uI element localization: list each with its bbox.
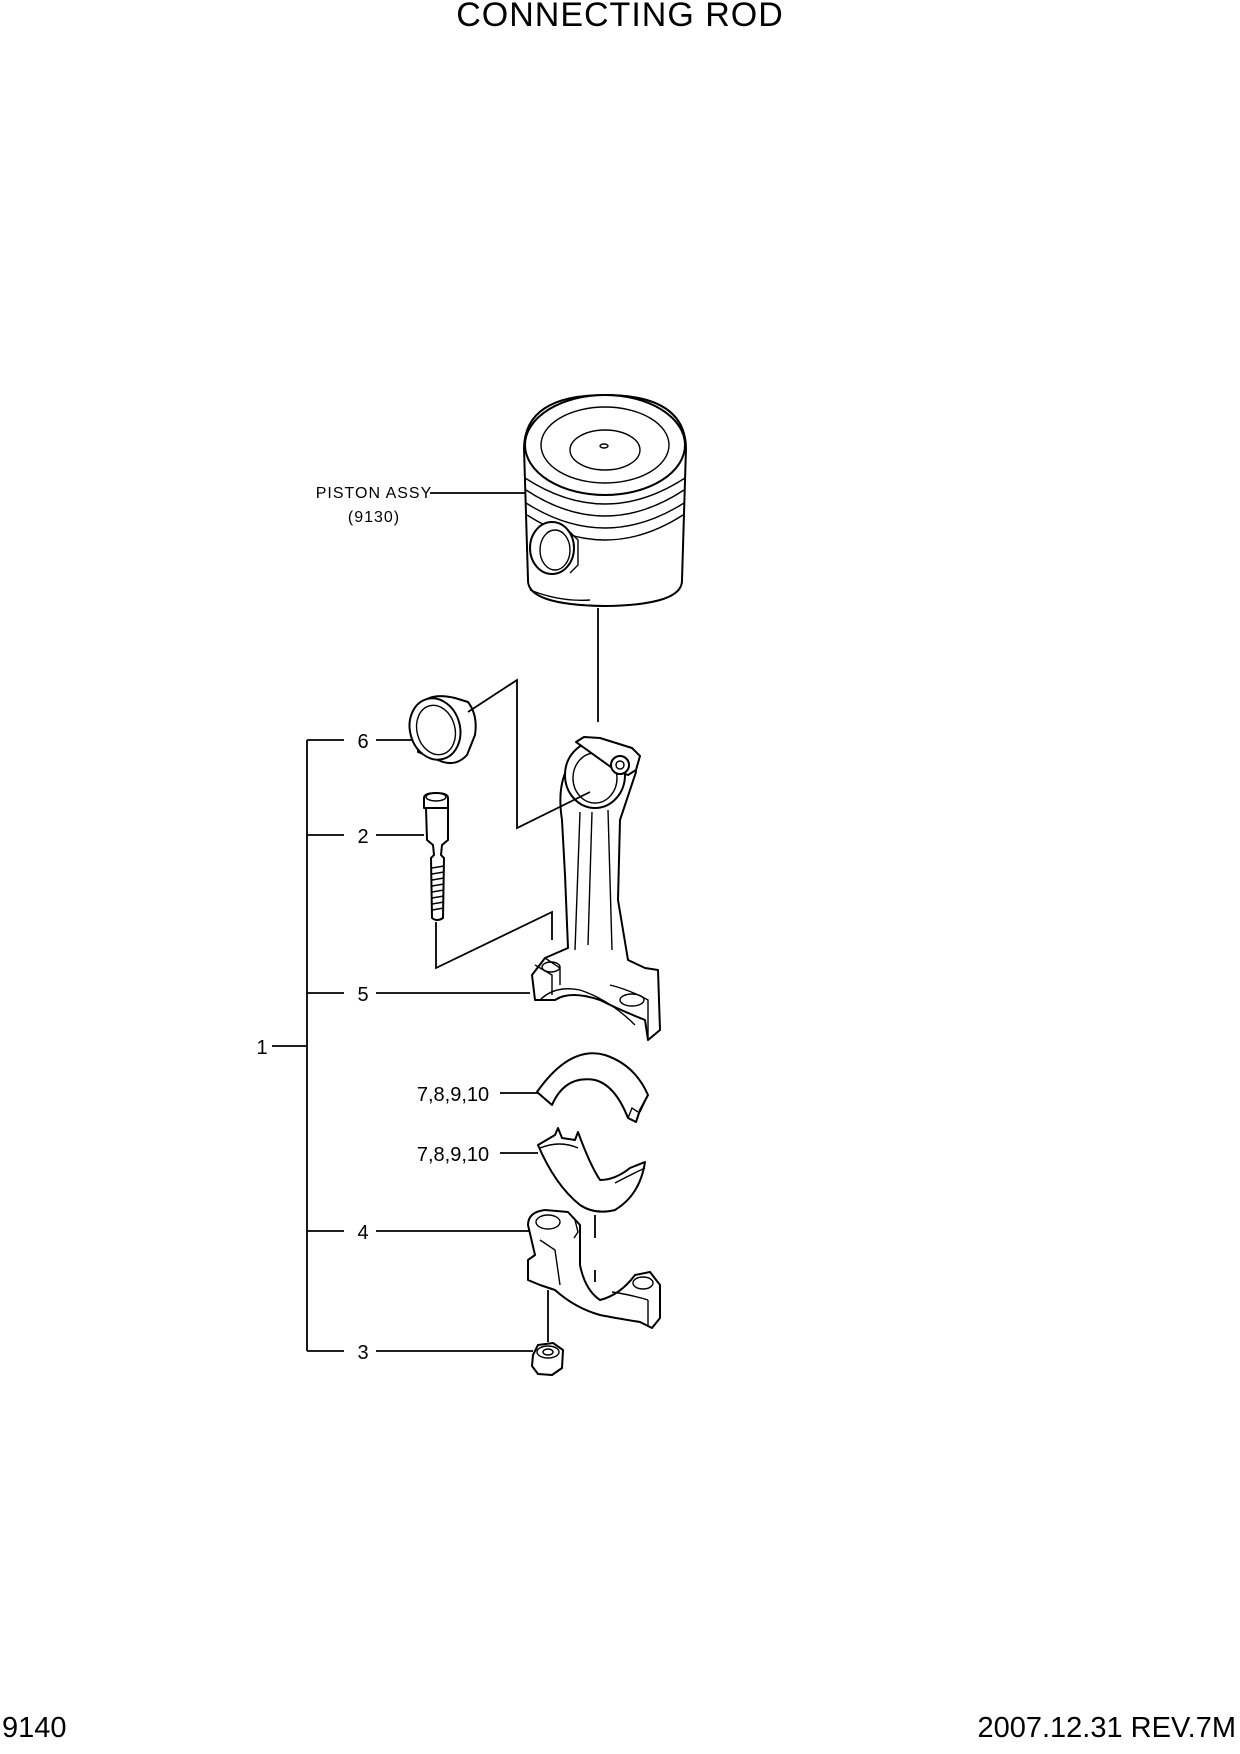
piston-assy-label: PISTON ASSY (316, 485, 433, 502)
bearing-cap-part (527, 1209, 661, 1329)
nut-part (531, 1342, 564, 1376)
revision-date: 2007.12.31 REV.7M (977, 1712, 1236, 1744)
connecting-rod-part (531, 736, 661, 1041)
callout-4: 4 (357, 1222, 368, 1244)
lower-bearing-shell-part (537, 1127, 646, 1213)
page-number: 9140 (2, 1712, 67, 1744)
callout-bearing-upper: 7,8,9,10 (417, 1084, 489, 1106)
bushing-part (408, 695, 477, 765)
callout-1: 1 (256, 1037, 267, 1059)
piston-assy-ref-label: (9130) (348, 509, 400, 526)
callout-6: 6 (357, 731, 368, 753)
callout-2: 2 (357, 826, 368, 848)
callout-5: 5 (357, 984, 368, 1006)
callout-leaders (272, 492, 538, 1352)
callout-bearing-lower: 7,8,9,10 (417, 1144, 489, 1166)
piston-assembly-part (523, 394, 687, 607)
page-title: CONNECTING ROD (456, 0, 784, 34)
bolt-part (423, 792, 449, 921)
upper-bearing-shell-part (536, 1052, 649, 1123)
callout-3: 3 (357, 1342, 368, 1364)
assembly-lines (435, 608, 599, 1342)
